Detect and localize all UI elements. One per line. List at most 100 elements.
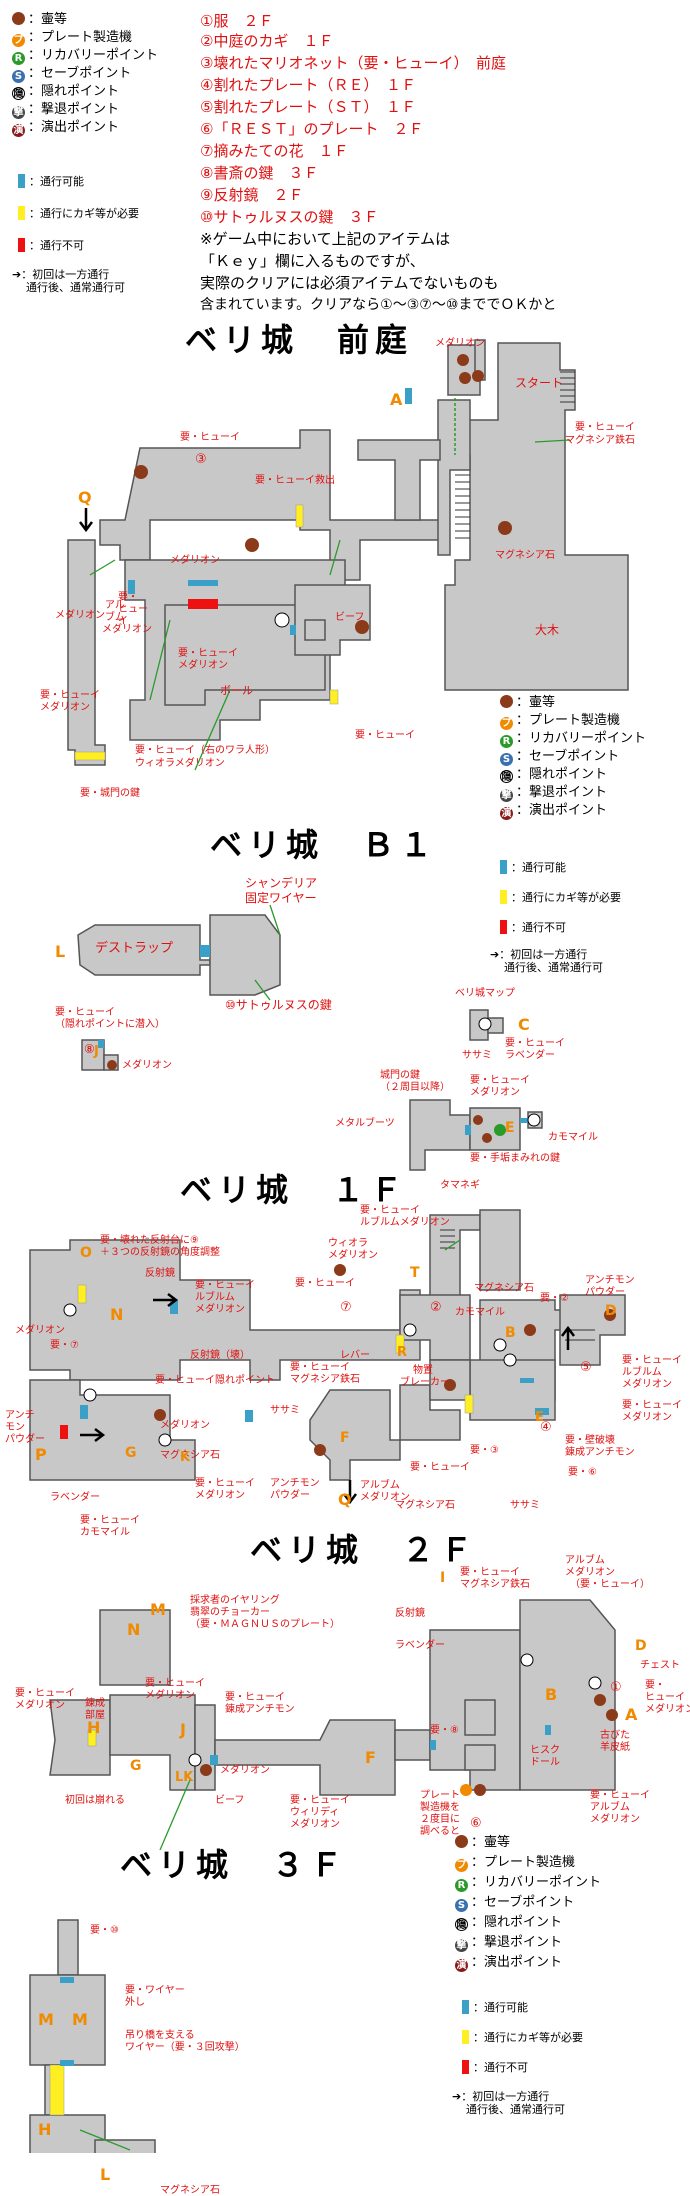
label: ルブルム — [622, 1367, 662, 1378]
label: ヒュー — [118, 604, 148, 615]
label: アル — [105, 600, 125, 611]
label: メダリオン — [178, 660, 228, 671]
label: 製造機を — [420, 1802, 460, 1813]
quest-item: ⑩サトゥルヌスの鍵 ３Ｆ — [200, 208, 378, 226]
legend-label: ：通行不可 — [29, 239, 84, 252]
label: モン — [5, 1422, 25, 1433]
section-title-3f: ベリ城 ３Ｆ — [120, 1846, 349, 1884]
label: 要・ヒューイ — [290, 1795, 350, 1806]
label: 要・ヒューイ — [460, 1567, 520, 1578]
label: ビーフ — [335, 612, 365, 623]
legend-hidden: 隠：隠れポイント — [455, 1915, 562, 1931]
quest-num: ③ — [200, 54, 214, 72]
legend-pot: ：壷等 — [12, 12, 67, 28]
label: 吊り橋を支える — [125, 2030, 195, 2041]
quest-marker-3: ③ — [195, 452, 207, 467]
label: 要・ヒューイ隠れポイント — [155, 1375, 275, 1386]
point-letter-f: F — [340, 1430, 350, 1446]
label: アルブム — [565, 1555, 605, 1566]
legend-block: ：通行不可 — [462, 2060, 528, 2076]
quest-item: ⑨反射鏡 ２Ｆ — [200, 186, 303, 204]
legend-recovery: R：リカバリーポイント — [12, 48, 158, 65]
quest-text: 割れたプレート（ＳＴ） １Ｆ — [213, 98, 416, 116]
f3-map — [29, 1919, 156, 2153]
quest-text: 中庭のカギ １Ｆ — [213, 32, 334, 50]
legend-label: 通行後、通常通行可 — [26, 281, 125, 294]
point-letter-m4: M — [72, 2010, 88, 2029]
legend-label: ：セーブポイント — [28, 66, 132, 81]
legend-pot: ：壷等 — [455, 1835, 510, 1851]
legend-label: ：壷等 — [471, 1835, 511, 1850]
label: 反射鏡 — [145, 1268, 175, 1279]
label: 要・城門の鍵 — [80, 788, 140, 799]
legend-plate: プ：プレート製造機 — [455, 1855, 575, 1872]
legend-label: ：撃退ポイント — [28, 102, 120, 117]
note-line: ※ゲーム中において上記のアイテムは — [200, 230, 451, 248]
legend-block: ：通行不可 — [18, 238, 84, 254]
label: 翡翠のチョーカー — [190, 1607, 270, 1618]
recovery-icon: R — [455, 1879, 468, 1892]
label: ＋３つの反射鏡の角度調整 — [100, 1247, 220, 1258]
label: メダリオン — [160, 1420, 210, 1431]
label: 要・ヒューイ救出 — [255, 475, 335, 486]
label: チェスト — [640, 1660, 680, 1671]
legend-label: ：初回は一方通行 — [461, 2090, 550, 2103]
label: 要・② — [540, 1293, 569, 1304]
arrow-right-icon: ➔ — [490, 948, 500, 961]
point-letter-t: T — [410, 1265, 420, 1281]
hidden-icon: 隠 — [455, 1918, 468, 1931]
point-letter-j: J — [94, 1044, 99, 1059]
point-letter-i: I — [440, 1570, 446, 1586]
legend-label: ：隠れポイント — [516, 767, 608, 782]
label: マグネシア石 — [395, 1500, 455, 1511]
label: メダリオン — [40, 702, 90, 713]
legend-plate: プ：プレート製造機 — [12, 30, 132, 47]
point-letter-d: D — [605, 1303, 617, 1319]
legend-recovery: R：リカバリーポイント — [500, 731, 646, 748]
legend-label: ：通行不可 — [511, 921, 566, 934]
label: メダリオン — [328, 1250, 378, 1261]
legend-hidden: 隠：隠れポイント — [12, 84, 119, 100]
legend-label: ：通行不可 — [473, 2061, 528, 2074]
point-letter-g: G — [125, 1445, 137, 1461]
label: 要・ヒューイ — [180, 432, 240, 443]
legend-label: ：通行にカギ等が必要 — [511, 891, 621, 904]
recovery-icon: R — [12, 52, 25, 65]
block-swatch — [18, 238, 25, 252]
point-letter-n: N — [110, 1305, 124, 1324]
quest-num: ⑩ — [200, 208, 214, 226]
point-letter-g2: G — [130, 1758, 142, 1774]
label: 要・ — [118, 592, 138, 603]
label: ⑥ — [470, 1816, 482, 1831]
quest-num: ⑦ — [200, 142, 214, 160]
section-title-2f: ベリ城 ２Ｆ — [250, 1531, 479, 1569]
label: 外し — [125, 1997, 145, 2008]
legend-label: 通行後、通常通行可 — [504, 961, 603, 974]
point-letter-lk: LK — [175, 1770, 194, 1785]
label: 部屋 — [85, 1710, 105, 1721]
label: アンチ — [5, 1410, 35, 1421]
legend-label: ：リカバリーポイント — [28, 48, 159, 63]
label: 古びた — [600, 1730, 630, 1741]
quest-text: 書斎の鍵 ３Ｆ — [213, 164, 319, 182]
section-title-1f: ベリ城 １Ｆ — [180, 1171, 409, 1209]
label: メダリオン — [102, 624, 152, 635]
label: メダリオン — [145, 1690, 195, 1701]
label: 要・⑩ — [90, 1925, 119, 1936]
legend-label: ：隠れポイント — [28, 84, 120, 99]
label: パウダー — [585, 1287, 625, 1298]
label: メダリオン — [360, 1492, 410, 1503]
label: 要・ヒューイ — [622, 1400, 682, 1411]
passable-swatch — [18, 174, 25, 188]
legend-label: 通行後、通常通行可 — [466, 2103, 565, 2116]
label: 要・ヒューイ — [360, 1205, 420, 1216]
label: 物置 — [413, 1365, 433, 1376]
legend-label: ：初回は一方通行 — [499, 948, 588, 961]
label: プレート — [420, 1790, 460, 1801]
quest-text: 壊れたマリオネット（要・ヒューイ） 前庭 — [213, 54, 506, 72]
label: ウィオラ — [328, 1238, 368, 1249]
save-icon: S — [455, 1899, 468, 1912]
legend-event: 演：演出ポイント — [500, 803, 607, 820]
label: ワイヤー（要・３回攻撃） — [125, 2042, 245, 2053]
